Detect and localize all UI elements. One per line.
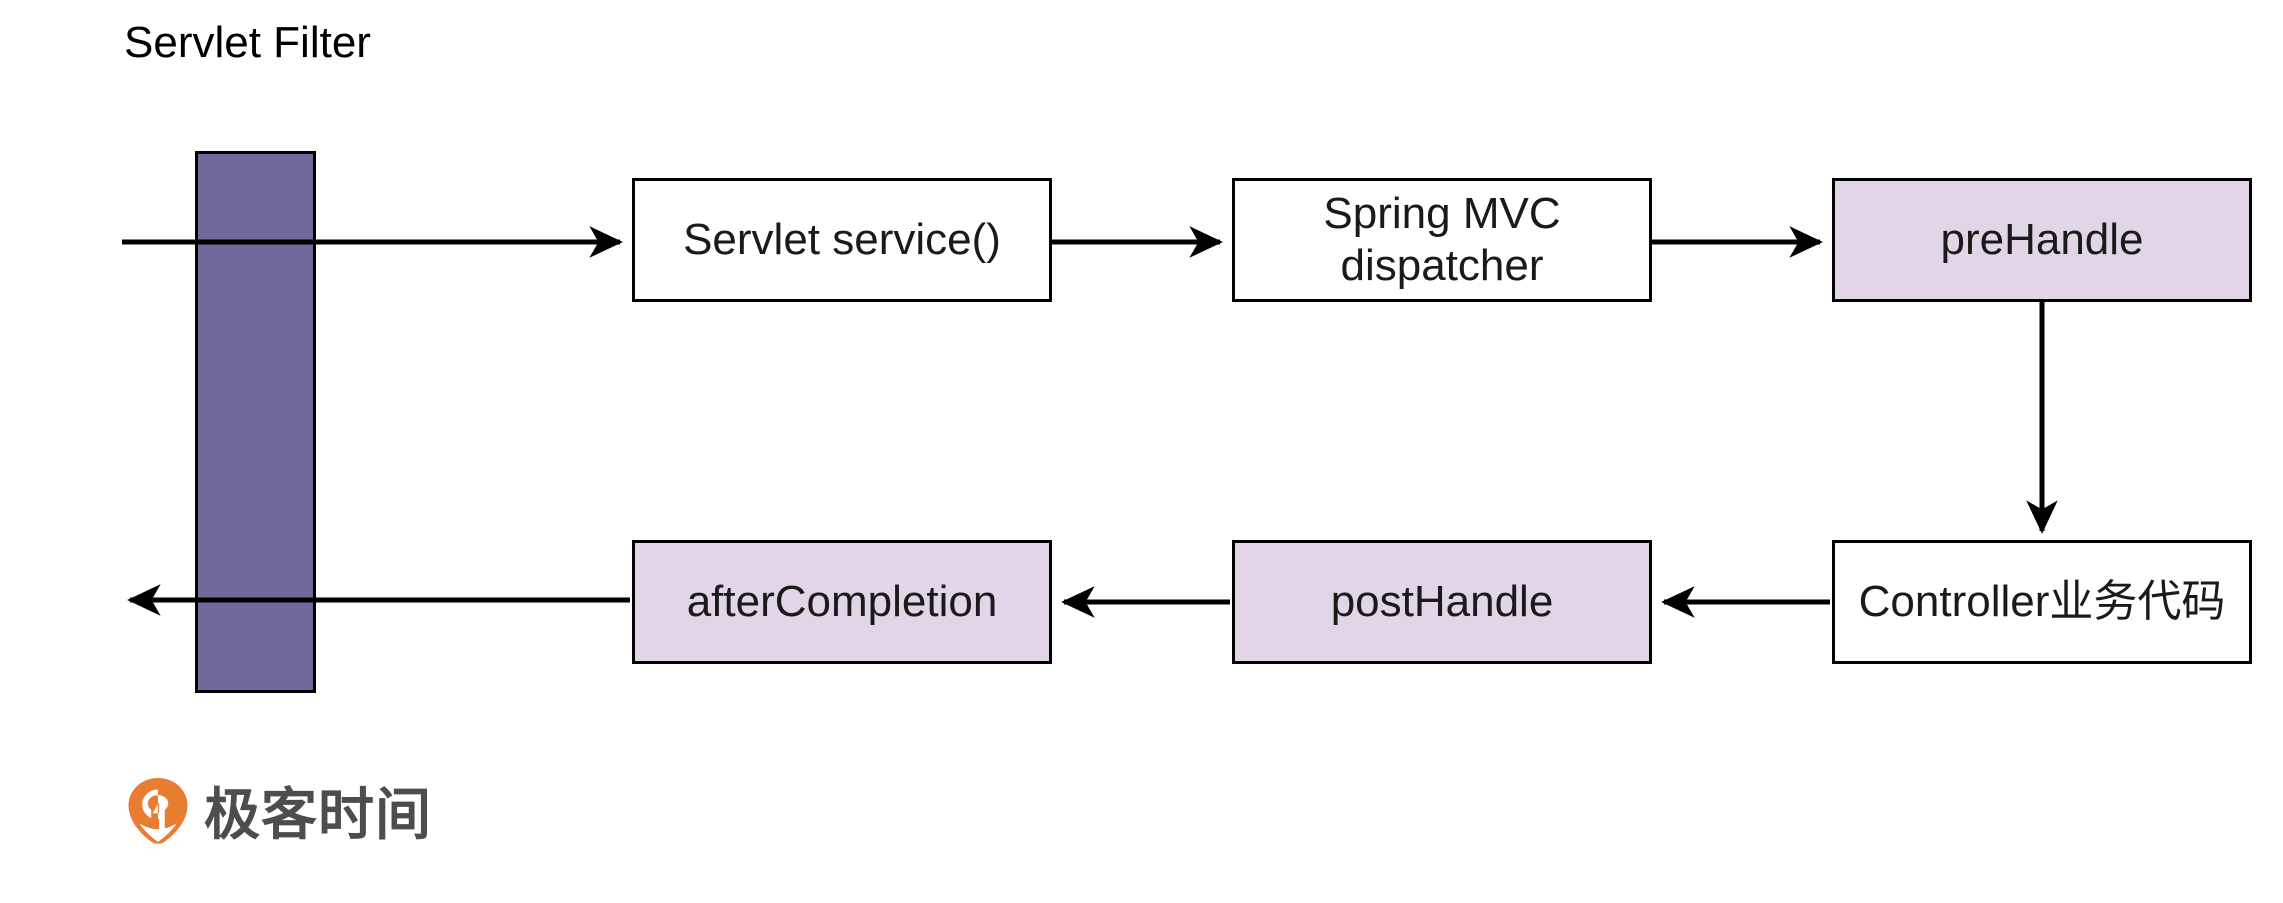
node-spring-mvc-dispatcher[interactable]: Spring MVC dispatcher bbox=[1232, 178, 1652, 302]
node-post-handle[interactable]: postHandle bbox=[1232, 540, 1652, 664]
brand-logo: 极客时间 bbox=[126, 770, 432, 851]
page-title: Servlet Filter bbox=[124, 18, 371, 67]
brand-name: 极客时间 bbox=[204, 783, 432, 846]
geektime-drop-icon bbox=[128, 777, 188, 844]
node-after-completion[interactable]: afterCompletion bbox=[632, 540, 1052, 664]
node-pre-handle[interactable]: preHandle bbox=[1832, 178, 2252, 302]
node-controller[interactable]: Controller业务代码 bbox=[1832, 540, 2252, 664]
node-servlet-service[interactable]: Servlet service() bbox=[632, 178, 1052, 302]
